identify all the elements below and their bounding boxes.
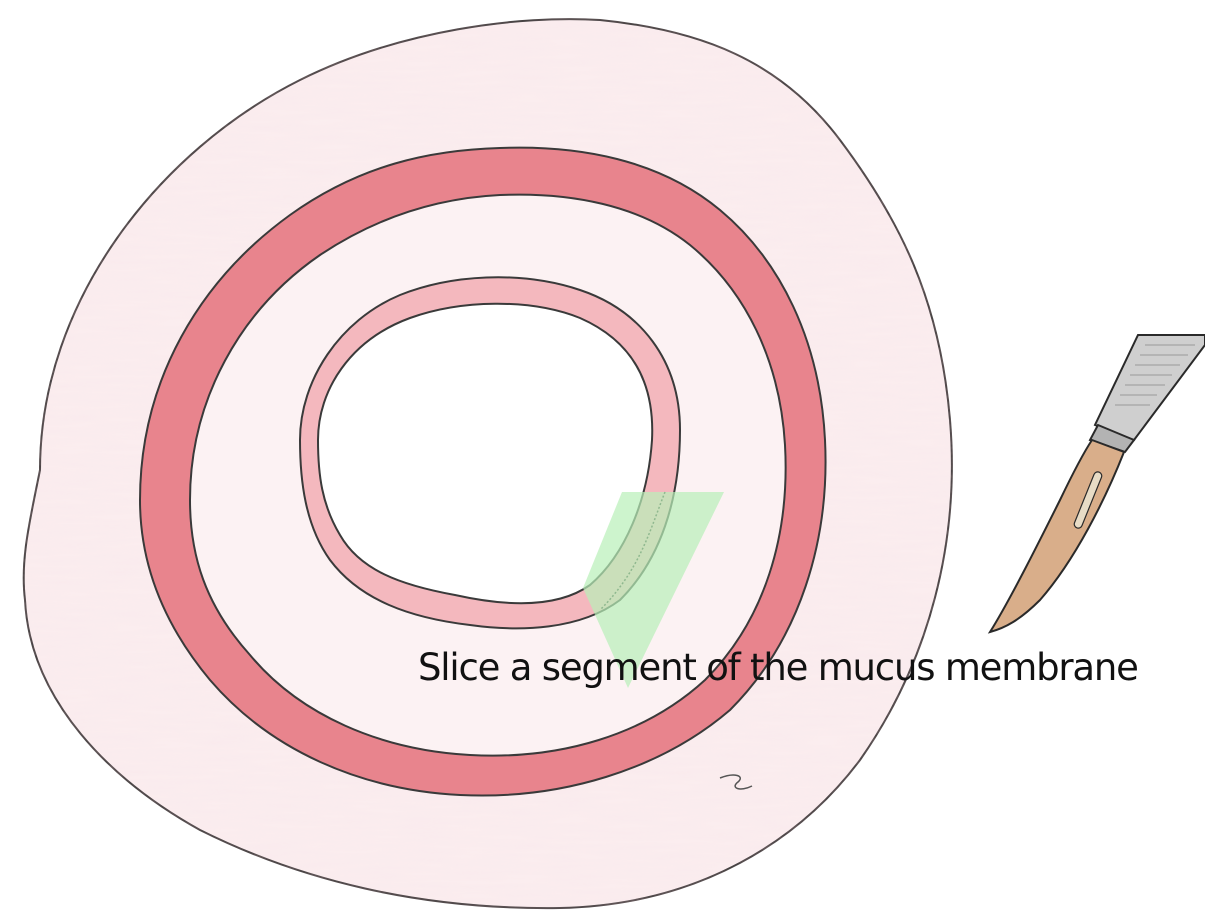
scalpel-icon	[990, 335, 1205, 632]
instruction-caption: Slice a segment of the mucus membrane	[418, 648, 1138, 689]
scalpel-blade	[990, 440, 1124, 632]
scalpel-handle	[1095, 335, 1205, 440]
